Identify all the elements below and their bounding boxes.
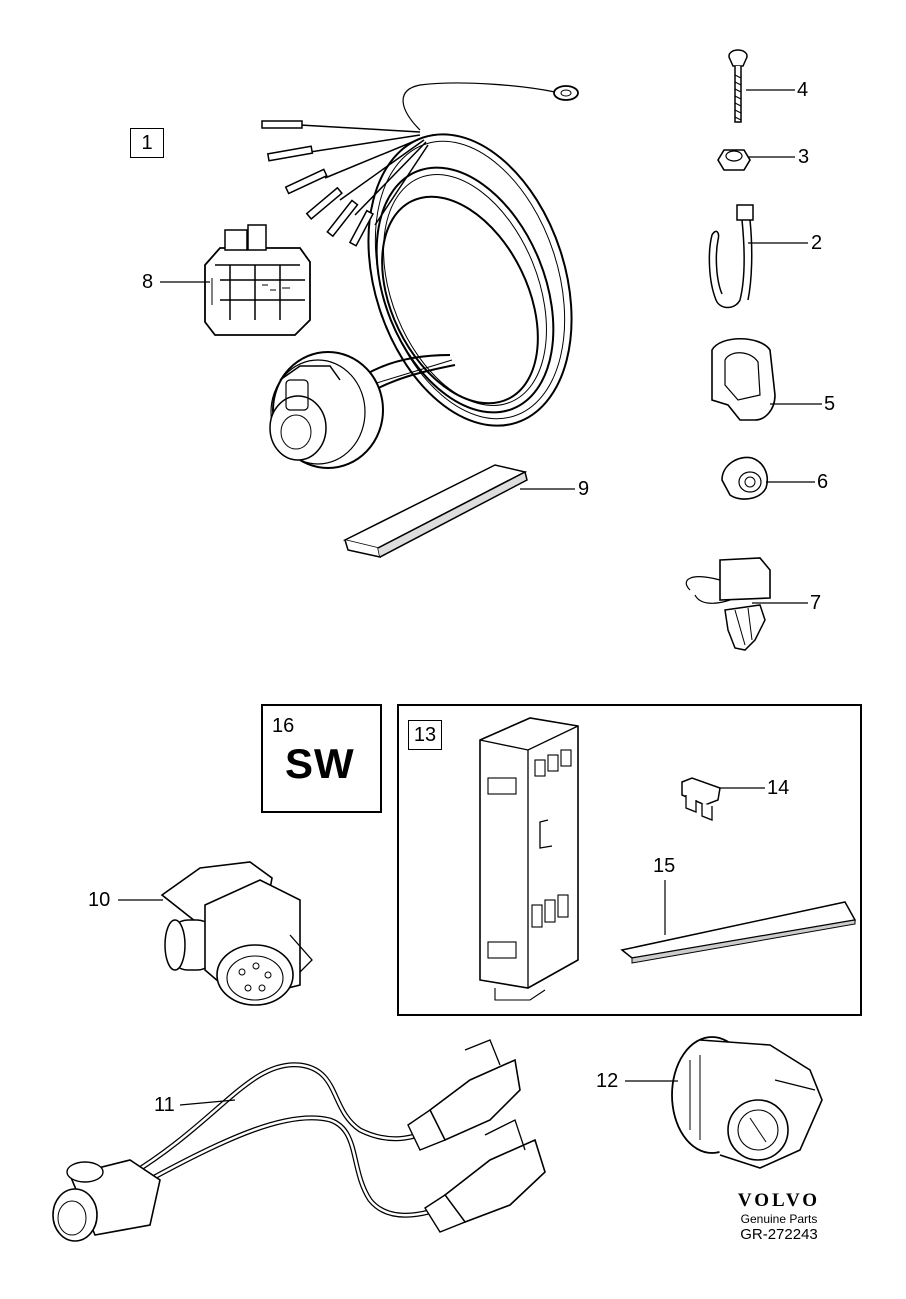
callout-12: 12	[596, 1070, 619, 1092]
control-module-part	[479, 717, 579, 1001]
module-kit-frame	[397, 704, 862, 1016]
callout-8: 8	[142, 271, 154, 293]
sw-label: SW	[285, 740, 355, 787]
callout-15: 15	[653, 855, 676, 877]
callout-13-box: 13	[408, 720, 442, 750]
callout-3: 3	[798, 146, 810, 168]
callout-16: 16	[272, 715, 295, 737]
adapter-cable-part	[52, 1039, 546, 1242]
brand-block: VOLVO Genuine Parts GR-272243	[724, 1190, 834, 1243]
flat-pad-part	[620, 901, 857, 964]
edge-clip-part	[711, 338, 776, 421]
brand-subtitle: Genuine Parts	[740, 1212, 818, 1226]
callout-4: 4	[797, 79, 809, 101]
volvo-logo: VOLVO	[737, 1190, 821, 1211]
sw-frame	[261, 704, 382, 813]
screw-part	[728, 49, 748, 123]
diagram-code: GR-272243	[740, 1226, 818, 1243]
callout-1-box: 1	[130, 128, 164, 158]
callout-2: 2	[811, 232, 823, 254]
callout-6: 6	[817, 471, 829, 493]
flange-nut-part	[721, 456, 768, 500]
callout-14: 14	[767, 777, 790, 799]
thirteen-pin-socket-part	[671, 1036, 823, 1169]
callout-11: 11	[154, 1094, 175, 1116]
callout-7: 7	[810, 592, 822, 614]
leader-lines	[118, 89, 822, 1106]
callout-10: 10	[88, 889, 111, 911]
wiring-harness-part	[261, 82, 579, 469]
cable-tie-part	[708, 204, 754, 309]
pad-strip-part	[342, 464, 528, 558]
callout-9: 9	[578, 478, 590, 500]
push-clip-part	[685, 557, 771, 651]
callout-5: 5	[824, 393, 836, 415]
adapter-socket-part	[160, 861, 313, 1006]
connector-block-part	[204, 224, 311, 336]
nut-part	[717, 149, 751, 171]
blade-fuse-part	[681, 777, 721, 821]
